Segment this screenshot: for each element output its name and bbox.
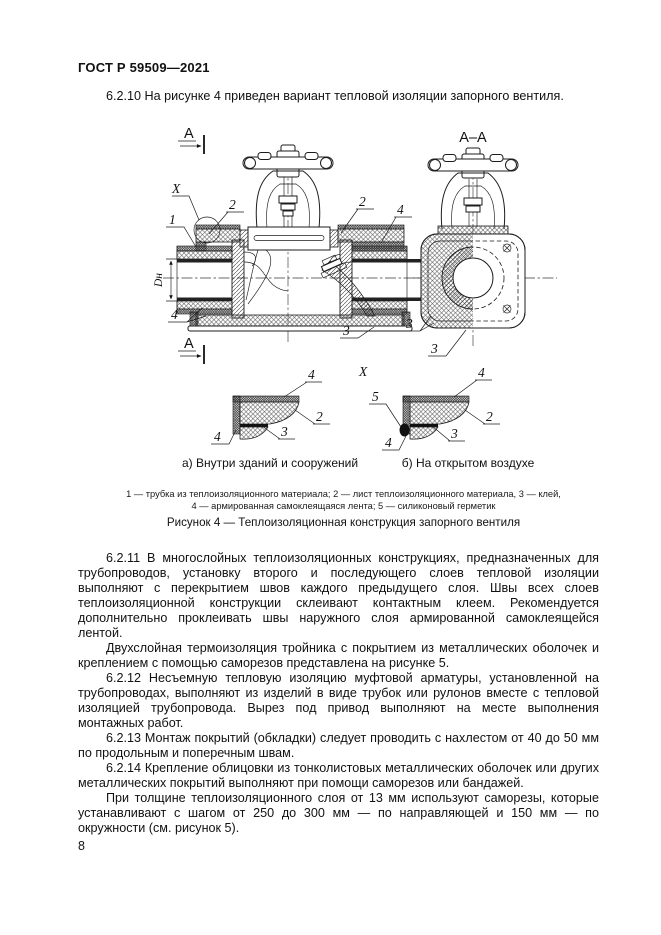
callout-2-right: 2 — [359, 194, 366, 209]
paragraph-screw-spacing: При толщине теплоизоляционного слоя от 1… — [78, 791, 599, 835]
callout-4-top-right: 4 — [397, 202, 404, 217]
callout-4-detail-b-top: 4 — [478, 365, 485, 380]
dimension-label: Dн — [153, 273, 165, 288]
section-letter: А — [184, 336, 194, 352]
figure-caption: Рисунок 4 — Теплоизоляционная конструкци… — [166, 516, 521, 529]
main-view-callouts: 1 2 2 4 4 3 — [166, 194, 412, 339]
valve-bonnet-yoke-aa — [440, 172, 506, 230]
top-plate-aa — [437, 225, 509, 235]
subcaption-a: а) Внутри зданий и сооружений — [182, 456, 358, 470]
callout-1: 1 — [169, 212, 176, 227]
page-number: 8 — [78, 839, 85, 853]
clause-6-2-13: 6.2.13 Монтаж покрытий (обкладки) следуе… — [78, 731, 599, 760]
bottom-insulation-cover — [187, 311, 413, 332]
section-a-a-view: А–А — [403, 130, 557, 357]
detail-x-label: X — [171, 181, 181, 196]
sealant-blob — [399, 423, 410, 437]
paragraph-tee-insulation: Двухслойная термоизоляция тройника с пок… — [78, 641, 599, 670]
section-marker-a-bottom: А — [178, 336, 205, 364]
callout-2-detail-b: 2 — [486, 409, 493, 424]
figure-legend-line-2: 4 — армированная самоклеящаяся лента; 5 … — [191, 501, 496, 511]
section-view-title: А–А — [459, 130, 487, 146]
standard-header: ГОСТ Р 59509—2021 — [78, 60, 210, 75]
callout-2-left: 2 — [229, 197, 236, 212]
detail-x-variant-b: X 5 4 2 3 4 б) На открытом воздухе — [358, 364, 535, 470]
handwheel — [242, 144, 334, 178]
main-section-view: А А — [153, 126, 432, 364]
left-pipe-insulated — [176, 245, 233, 315]
callout-3-detail-a: 3 — [280, 424, 288, 439]
callout-2-detail-a: 2 — [316, 409, 323, 424]
valve-seat — [320, 254, 348, 279]
callout-5-detail-b: 5 — [372, 389, 379, 404]
clause-6-2-10-text: 6.2.10 На рисунке 4 приведен вариант теп… — [106, 89, 564, 103]
callout-3-aa-bottom: 3 — [430, 341, 438, 356]
aa-view-callouts: 3 3 — [403, 315, 467, 357]
clause-6-2-14: 6.2.14 Крепление облицовки из тонколисто… — [78, 761, 599, 790]
pipe-bore-aa — [452, 257, 494, 299]
figure-4-drawing: А А — [153, 126, 557, 470]
section-marker-a-top: А — [178, 126, 205, 154]
callout-3-bottom: 3 — [342, 323, 350, 338]
body-text: 6.2.11 В многослойных теплоизоляционных … — [78, 551, 599, 836]
callout-4-bottom-left: 4 — [171, 307, 178, 322]
detail-x-variant-a: 4 2 3 4 а) Внутри зданий и сооружений — [182, 367, 358, 470]
valve-bonnet-yoke — [255, 170, 321, 229]
screw-top — [502, 243, 512, 253]
subcaption-b: б) На открытом воздухе — [402, 456, 535, 470]
clause-6-2-12: 6.2.12 Несъемную тепловую изоляцию муфто… — [78, 671, 599, 730]
insulation-casing-aa — [420, 233, 526, 329]
casing-exterior-right-half — [473, 240, 519, 322]
figure-legend-line-1: 1 — трубка из теплоизоляционного материа… — [126, 489, 561, 499]
clause-6-2-10: 6.2.10 На рисунке 4 приведен вариант теп… — [78, 89, 599, 104]
detail-x-marker: X — [171, 181, 221, 244]
callout-3-aa-left: 3 — [405, 316, 413, 331]
screw-bottom — [502, 304, 512, 314]
clause-6-2-11: 6.2.11 В многослойных теплоизоляционных … — [78, 551, 599, 640]
detail-x-label-b: X — [358, 364, 368, 379]
diameter-dimension: Dн — [153, 258, 180, 302]
callout-4-detail-a-top: 4 — [308, 367, 315, 382]
section-letter: А — [184, 126, 194, 142]
callout-4-detail-b-bottom: 4 — [385, 435, 392, 450]
callout-4-detail-a-bottom: 4 — [214, 429, 221, 444]
handwheel-aa — [427, 147, 519, 179]
callout-3-detail-b: 3 — [450, 426, 458, 441]
valve-body-section — [231, 239, 376, 319]
bonnet-flange — [239, 226, 339, 251]
